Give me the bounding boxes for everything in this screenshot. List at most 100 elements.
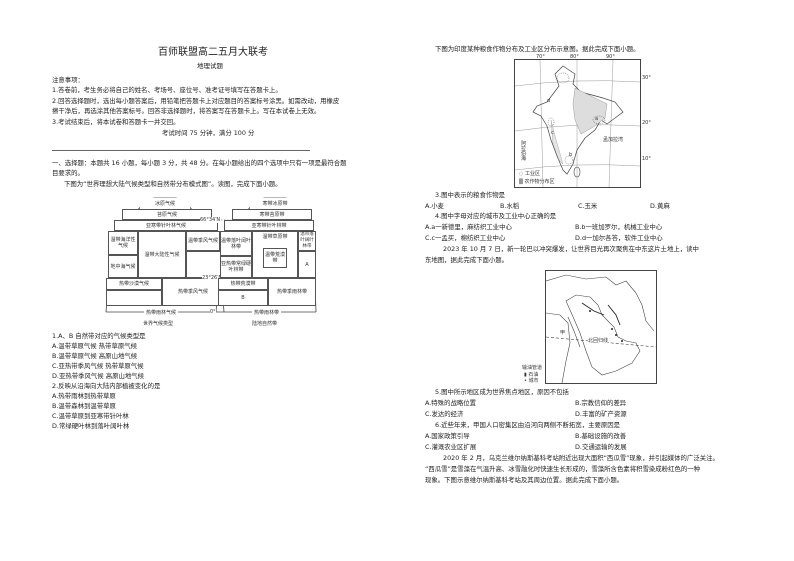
ukraine-intro: 现象。下图示意维尔纳斯基科考站及其周边位置。据此完成下面小题。 [425, 476, 624, 484]
question-4-option-d[interactable]: D.d一加尔各答，软件工业中心 [575, 234, 663, 242]
lat-0: 0° [210, 309, 216, 315]
lon-90: 90° [606, 54, 615, 60]
lon-70: 70° [536, 54, 545, 60]
cell-taiga-zone: 亚寒带针叶林带 [224, 220, 314, 231]
india-intro: 下图为印度某种粮食作物分布及工业区分布示意图。据此完成下面小题。 [435, 45, 640, 53]
cell-subarctic-climate: 亚寒带针叶林气候 [114, 220, 218, 231]
cell-zone-b: B [218, 290, 268, 306]
notice-item: 1.答卷前，考生务必将自己的姓名、考场号、座位号、准考证号填写在答题卡上。 [52, 86, 282, 94]
question-1-option-b[interactable]: B.温带草原气候 高原山地气候 [52, 352, 138, 360]
notice-item: 擦干净后，再选涂其他答案标号。回答非选择题时，将答案写在答题卡上。写在本试卷上无… [52, 107, 321, 115]
question-1-option-a[interactable]: A.温带草原气候 热带草原气候 [52, 342, 138, 350]
question-6-option-c[interactable]: C.灌溉农业区扩展 [425, 443, 477, 451]
question-6-stem: 6.近些年来，甲国人口密集区由沿河向两侧不断拓宽，主要原因是 [435, 421, 621, 429]
legend-city: • 城市 [524, 378, 539, 384]
question-6-option-d[interactable]: D.交通运输的发展 [575, 443, 627, 451]
question-2-option-c[interactable]: C.温带草原到亚寒带针叶林 [52, 412, 129, 420]
question-6-option-b[interactable]: B.基础设施的改善 [575, 432, 627, 440]
question-3-option-c[interactable]: C.玉米 [578, 202, 598, 210]
question-5-option-c[interactable]: C.发达的经济 [425, 410, 464, 418]
notice-item: 2.回答选择题时，选出每小题答案后，用铅笔把答题卡上对应题目的答案标号涂黑。如需… [52, 97, 340, 105]
ukraine-intro: “西瓜雪”是雪藻在气温升高、冰雪融化时快速生长形成的，雪藻所含色素将积雪染成粉红… [425, 465, 701, 473]
india-point-d: d [547, 98, 551, 104]
cell-tropical-rainforest-zone: 热带雨林带 [252, 309, 282, 316]
cell-temperate-deciduous-right: 温带落叶阔叶林带 [298, 231, 316, 251]
middle-east-map-graphic [546, 274, 656, 383]
cell-tropical-monsoon: 热带季风气候 [162, 278, 224, 306]
bay-of-bengal-label: 孟加拉湾 [603, 137, 624, 143]
cell-tundra-zone: 寒带苔原带 [232, 209, 312, 220]
left-caption: 世界气候类型 [143, 321, 174, 327]
cell-temperate-desert: 温带荒漠带 [263, 248, 287, 268]
question-3-option-b[interactable]: B.水稻 [500, 202, 520, 210]
notice-item: 3.考试结束后，将本试卷和答题卡一并交回。 [52, 118, 180, 126]
mideast-intro: 2023 年 10 月 7 日，新一轮巴以冲突爆发，让世界目光再次聚焦在中东这片… [443, 245, 699, 253]
cell-mediterranean: 地中海气候 [108, 255, 138, 278]
exam-title: 百师联盟高二五月大联考 [158, 47, 268, 58]
legend-industry: ◌ 工业区 [519, 171, 540, 177]
cell-tropical-monsoon-forest: 热带季雨林带 [268, 278, 316, 306]
cell-temperate-continental: 温带大陆性气候 [138, 231, 186, 278]
right-caption: 陆地自然带 [252, 321, 278, 327]
india-point-c: c [551, 130, 554, 136]
question-3-option-d[interactable]: D.黄麻 [650, 202, 670, 210]
exam-time: 考试时间 75 分钟，满分 100 分 [162, 129, 255, 137]
question-5-option-a[interactable]: A.特殊的战略位置 [425, 399, 477, 407]
country-jia-label: 甲 [560, 330, 566, 336]
cell-tropical-rainforest-climate: 热带雨林气候 [144, 309, 179, 316]
figure-intro: 下图为“世界理想大陆气候类型和自然带分布模式图”。读图，完成下面小题。 [64, 180, 282, 188]
question-6-option-a[interactable]: A.国家政策引导 [425, 432, 470, 440]
question-4-option-c[interactable]: C.c一孟买，棉纺织工业中心 [425, 234, 506, 242]
cell-subtropical-evergreen: 亚热带常绿硬叶林带 [220, 256, 252, 278]
question-1-option-d[interactable]: D.亚热带季风气候 高原山地气候 [52, 372, 145, 380]
lat-20: 20° [642, 120, 651, 126]
cell-tropical-desert: 热带沙漠气候 [106, 278, 162, 290]
legend-oil: ▮ 石油 [524, 372, 539, 378]
question-5-option-d[interactable]: D.丰富的矿产资源 [575, 410, 627, 418]
india-map: d a c b 阿拉伯海 孟加拉湾 ◌ 工业区 ▒ 农作物分布区 [514, 59, 641, 188]
lat-66-34: 66°34′N [200, 217, 221, 223]
question-2-option-a[interactable]: A.热带雨林到热带草原 [52, 392, 116, 400]
cell-ice-climate: 冰原气候 [140, 198, 190, 209]
question-1-option-c[interactable]: C.亚热带季风气候 热带草原气候 [52, 362, 144, 370]
cell-temperate-deciduous-left: 温带落叶阔叶林带 [220, 231, 252, 256]
lat-30: 30° [642, 75, 651, 81]
india-point-b: b [569, 152, 573, 158]
question-2-option-d[interactable]: D.常绿硬叶林到落叶阔叶林 [52, 422, 130, 430]
question-3-option-a[interactable]: A.小麦 [425, 202, 445, 210]
middle-east-map: 甲 北回归线 [545, 270, 657, 384]
question-4-option-b[interactable]: B.b一班加罗尔，机械工业中心 [575, 223, 663, 231]
question-5-stem: 5.图中所示地区成为世界焦点地区，原因不包括 [435, 388, 569, 396]
cell-tundra-climate: 苔原气候 [122, 209, 212, 220]
section-intro: 目要求的。 [52, 169, 84, 177]
cell-subtropical-monsoon [186, 251, 222, 278]
lon-80: 80° [570, 54, 579, 60]
ukraine-intro: 2020 年 2 月，乌克兰维尔纳斯基科考站附近出现大面积“西瓜雪”现象，并引起… [443, 454, 719, 462]
question-3-stem: 3.图中表示的粮食作物是 [435, 191, 506, 199]
question-4-option-a[interactable]: A.a一新德里，麻纺织工业中心 [425, 223, 512, 231]
question-1-stem: 1.A、B 自然带对应的气候类型是 [52, 332, 146, 340]
cell-temperate-marine: 温带海洋性气候 [108, 231, 138, 255]
cell-temperate-steppe: 温带草原带 [252, 231, 298, 278]
mideast-intro: 东地图，据此完成下面小题。 [425, 256, 509, 264]
cell-zone-a: A [298, 251, 316, 278]
tropic-of-cancer-label: 北回归线 [588, 337, 609, 344]
lat-10: 10° [642, 156, 651, 162]
question-2-option-b[interactable]: B.温带森林到温带草原 [52, 402, 116, 410]
legend-crop: ▒ 农作物分布区 [519, 179, 555, 185]
notice-heading: 注意事项： [52, 76, 84, 84]
lat-23-26: 23°26′N [202, 275, 223, 281]
cell-ice-zone: 寒带冰原带 [250, 198, 300, 209]
divider [52, 150, 310, 151]
question-5-option-b[interactable]: B.宗教信仰的差异 [575, 399, 627, 407]
legend-pipeline: 输油管道 [522, 365, 543, 371]
question-4-stem: 4.图中字母对应的城市及工业中心正确的是 [435, 212, 557, 220]
cell-tropical-desert-zone: 热带荒漠带 [218, 278, 268, 290]
exam-subject: 地理试题 [197, 62, 223, 70]
cell-temperate-monsoon: 温带季风气候 [186, 231, 220, 251]
climate-vegetation-diagram: 冰原气候 苔原气候 亚寒带针叶林气候 温带海洋性气候 温带大陆性气候 温带季风气… [100, 190, 320, 332]
section-intro: 一、选择题：本题共 16 小题，每小题 3 分，共 48 分。在每小题给出的四个… [52, 159, 347, 167]
cell-blank [106, 290, 162, 306]
india-map-graphic [515, 60, 640, 187]
arabian-sea-label: 阿拉伯海 [521, 141, 527, 162]
